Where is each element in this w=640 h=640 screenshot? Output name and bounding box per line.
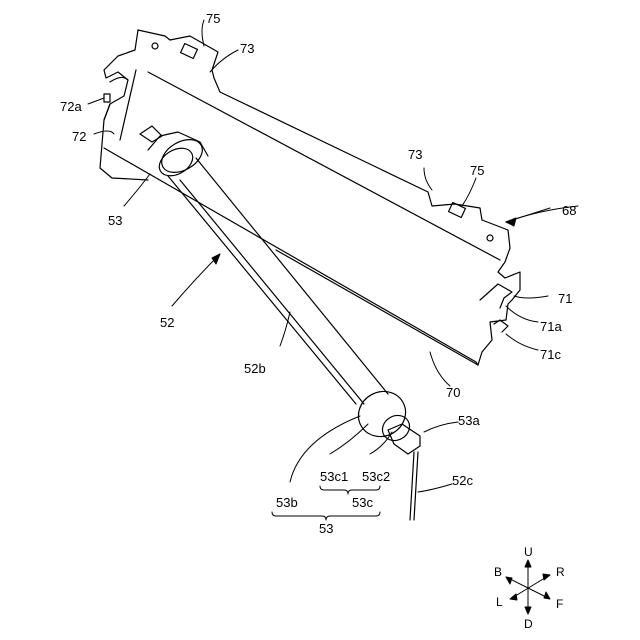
label-53c2: 53c2 — [362, 470, 390, 483]
label-53-upper: 53 — [108, 214, 122, 227]
label-73-left: 73 — [240, 42, 254, 55]
label-71a: 71a — [540, 320, 562, 333]
label-71: 71 — [558, 292, 572, 305]
label-72: 72 — [72, 130, 86, 143]
label-68: 68 — [562, 204, 576, 217]
label-53c: 53c — [352, 496, 373, 509]
leader-lines — [88, 20, 550, 492]
direction-compass — [506, 560, 550, 614]
direction-back: B — [494, 566, 502, 578]
direction-right: R — [556, 566, 565, 578]
label-70: 70 — [446, 386, 460, 399]
direction-left: L — [496, 596, 503, 608]
label-53b: 53b — [276, 496, 298, 509]
label-75-left: 75 — [206, 12, 220, 25]
label-53-lower: 53 — [319, 522, 333, 535]
label-53a: 53a — [458, 414, 480, 427]
label-52b: 52b — [244, 362, 266, 375]
direction-up: U — [524, 546, 533, 558]
direction-down: D — [524, 618, 533, 630]
label-71c: 71c — [540, 348, 561, 361]
label-53c1: 53c1 — [320, 470, 348, 483]
label-52c: 52c — [452, 474, 473, 487]
direction-front: F — [556, 598, 563, 610]
label-75-right: 75 — [470, 164, 484, 177]
reference-arrows — [172, 206, 578, 306]
label-52: 52 — [160, 316, 174, 329]
label-73-right: 73 — [408, 148, 422, 161]
lamp-tube — [140, 126, 420, 520]
label-72a: 72a — [60, 100, 82, 113]
